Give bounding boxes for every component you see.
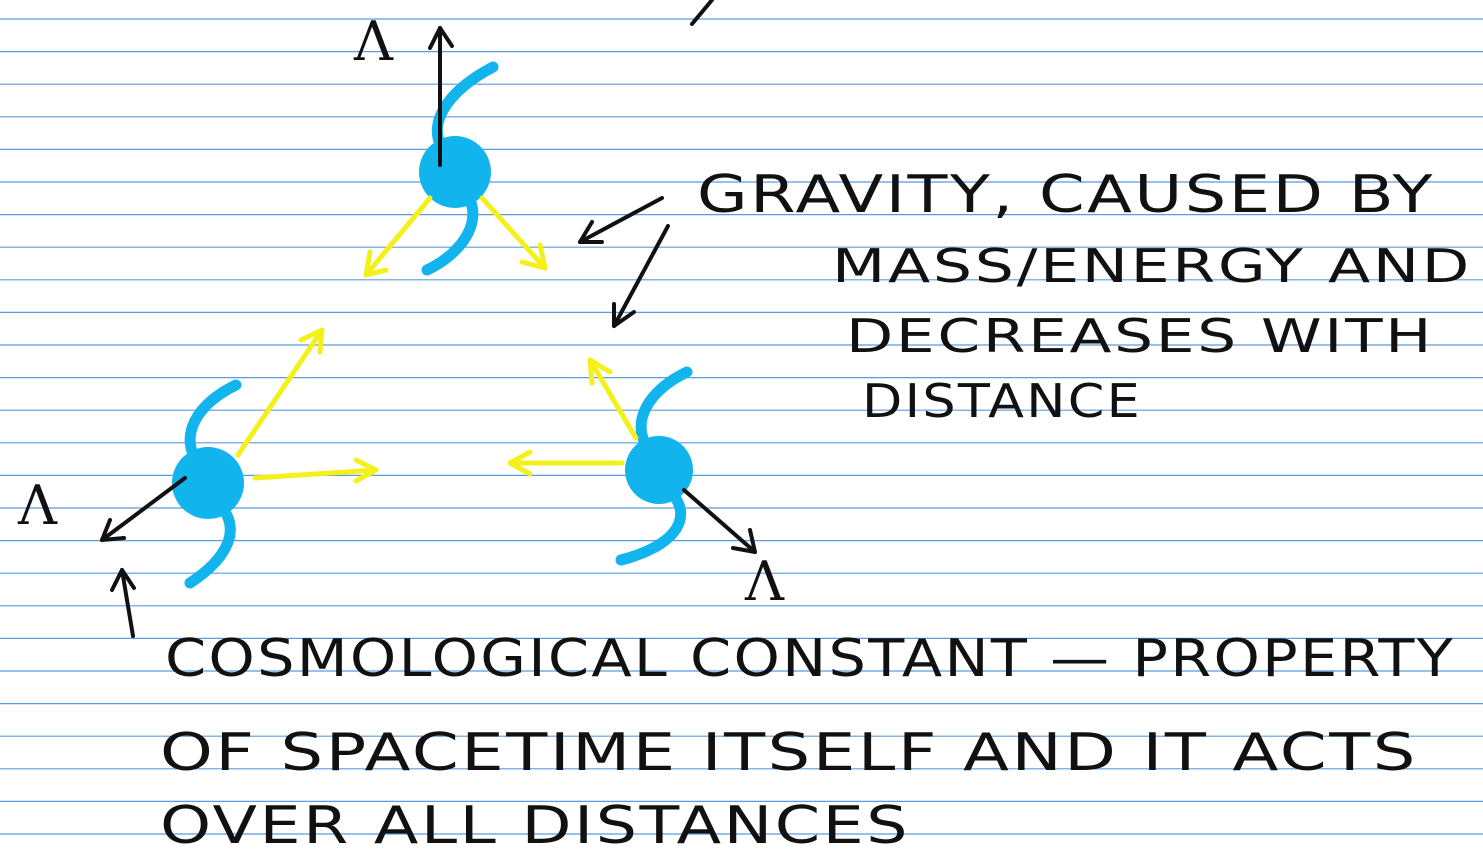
lambda-arrow-left [100, 476, 187, 542]
gravity-line-3: DECREASES WITH [846, 309, 1434, 363]
cc-line-1: COSMOLOGICAL CONSTANT — PROPERTY [165, 629, 1455, 689]
galaxy-right [615, 366, 693, 566]
gravity-arrows [235, 195, 639, 484]
cc-line-3: OVER ALL DISTANCES [160, 796, 910, 853]
lambda-pointer-arrow [110, 568, 136, 638]
lambda-arrow-right [682, 488, 757, 554]
lambda-arrows [100, 26, 757, 554]
spiral-galaxy-icon [615, 366, 693, 566]
gravity-arrow [363, 195, 433, 278]
spiral-galaxy-icon [419, 61, 499, 276]
gravity-annotation: GRAVITY, CAUSED BY MASS/ENERGY AND DECRE… [697, 165, 1472, 428]
gravity-line-4: DISTANCE [862, 374, 1142, 428]
cc-line-2: OF SPACETIME ITSELF AND IT ACTS [160, 723, 1418, 783]
gravity-line-2: MASS/ENERGY AND [832, 239, 1472, 293]
cosmological-constant-annotation: COSMOLOGICAL CONSTANT — PROPERTY OF SPAC… [160, 629, 1455, 853]
gravity-line-1: GRAVITY, CAUSED BY [697, 165, 1435, 225]
lambda-label-right: Λ [744, 550, 785, 613]
gravity-arrow [252, 457, 379, 484]
lambda-label-left: Λ [17, 474, 58, 537]
galaxy-left [172, 379, 244, 589]
gravity-arrow [235, 327, 325, 458]
stray-stroke [690, 0, 714, 26]
gravity-arrow [507, 449, 625, 477]
gravity-arrow [479, 195, 548, 271]
gravity-pointer-arrows [578, 196, 670, 328]
galaxy-top [419, 61, 499, 276]
spiral-galaxy-icon [172, 379, 244, 589]
lambda-label-top: Λ [353, 10, 394, 73]
gravity-arrow [587, 357, 639, 441]
